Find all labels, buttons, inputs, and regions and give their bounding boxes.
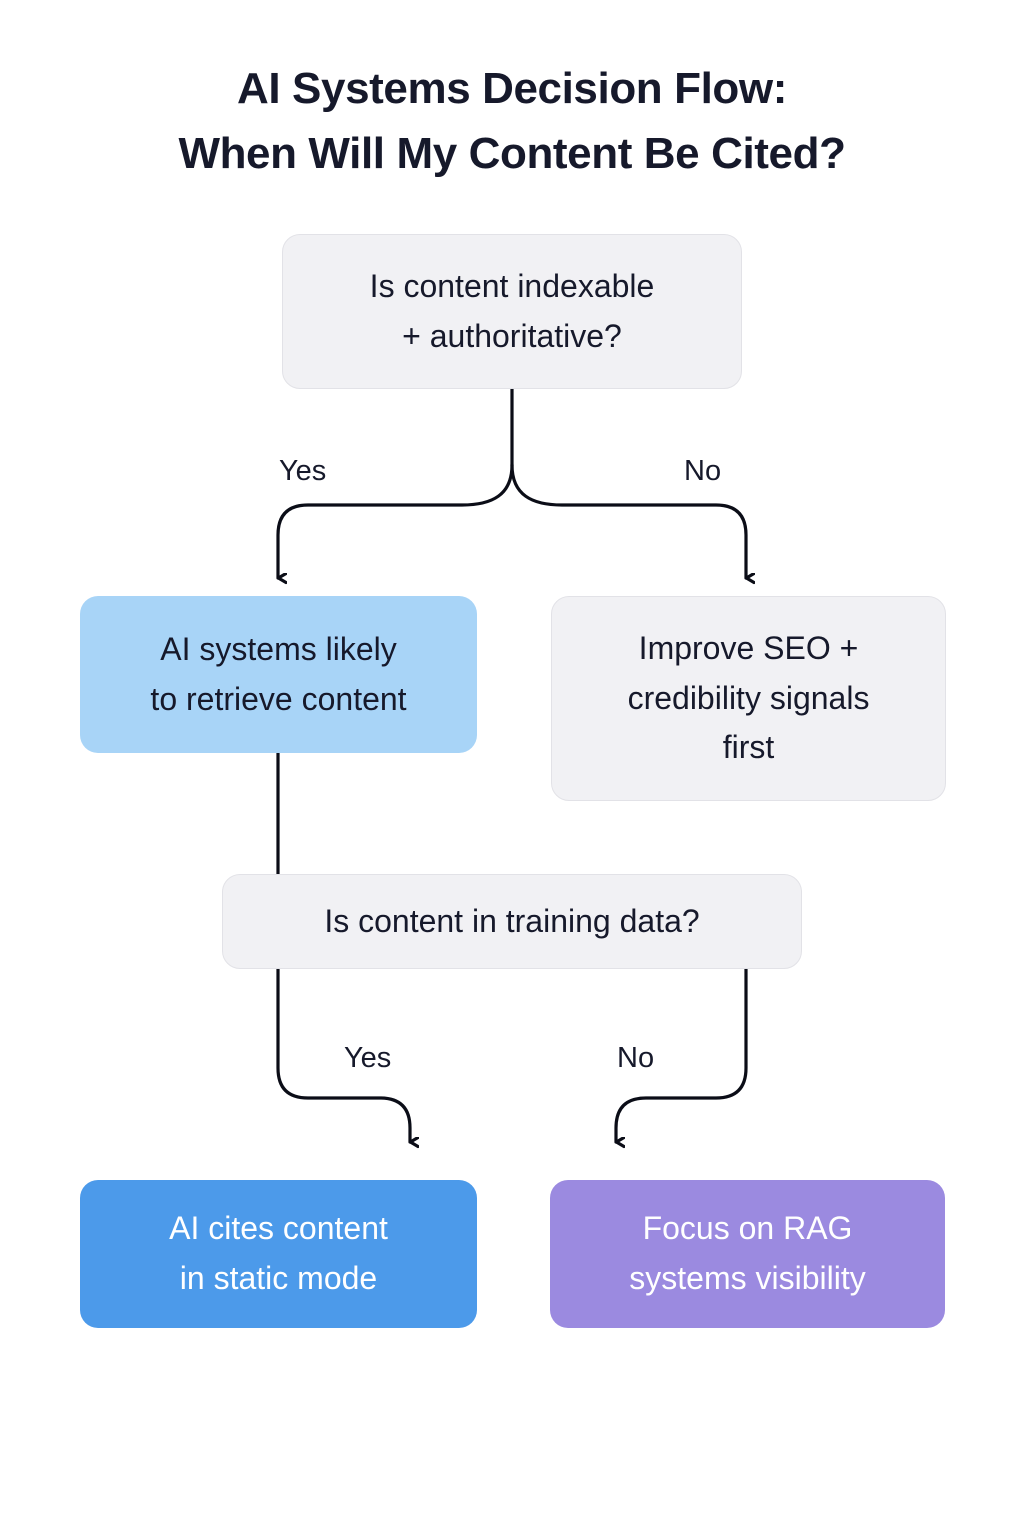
edge-label-no-training: No: [617, 1042, 655, 1074]
page-title-line-1: AI Systems Decision Flow:: [237, 64, 787, 113]
node-is-content-in-training-data[interactable]: Is content in training data?: [222, 874, 802, 969]
node-ai-systems-likely-to-retrieve[interactable]: AI systems likely to retrieve content: [80, 596, 477, 753]
node-retrieve-line-1: AI systems likely: [160, 630, 397, 667]
page-title-line-2: When Will My Content Be Cited?: [178, 129, 846, 179]
node-rag-line-2: systems visibility: [629, 1260, 866, 1296]
node-training-data-line-1: Is content in training data?: [324, 902, 700, 939]
edge-label-yes-indexable: Yes: [279, 455, 327, 487]
page-title: AI Systems Decision Flow: When Will My C…: [0, 56, 1024, 186]
node-is-content-indexable[interactable]: Is content indexable + authoritative?: [282, 234, 742, 389]
node-improve-seo-line-2: credibility signals: [627, 679, 870, 716]
node-retrieve-line-2: to retrieve content: [150, 680, 407, 717]
node-focus-on-rag-systems-visibility[interactable]: Focus on RAG systems visibility: [550, 1180, 945, 1328]
edge-label-yes-training: Yes: [344, 1042, 392, 1074]
node-indexable-line-2: + authoritative?: [402, 317, 622, 354]
node-rag-line-1: Focus on RAG: [642, 1210, 853, 1247]
node-improve-seo-line-3: first: [722, 729, 775, 766]
node-static-mode-line-1: AI cites content: [169, 1210, 388, 1247]
node-improve-seo-credibility[interactable]: Improve SEO + credibility signals first: [551, 596, 946, 801]
node-improve-seo-line-1: Improve SEO +: [638, 629, 859, 666]
node-static-mode-line-2: in static mode: [179, 1260, 378, 1296]
node-indexable-line-1: Is content indexable: [369, 267, 655, 304]
edge-label-no-indexable: No: [684, 455, 722, 487]
node-ai-cites-content-static-mode[interactable]: AI cites content in static mode: [80, 1180, 477, 1328]
